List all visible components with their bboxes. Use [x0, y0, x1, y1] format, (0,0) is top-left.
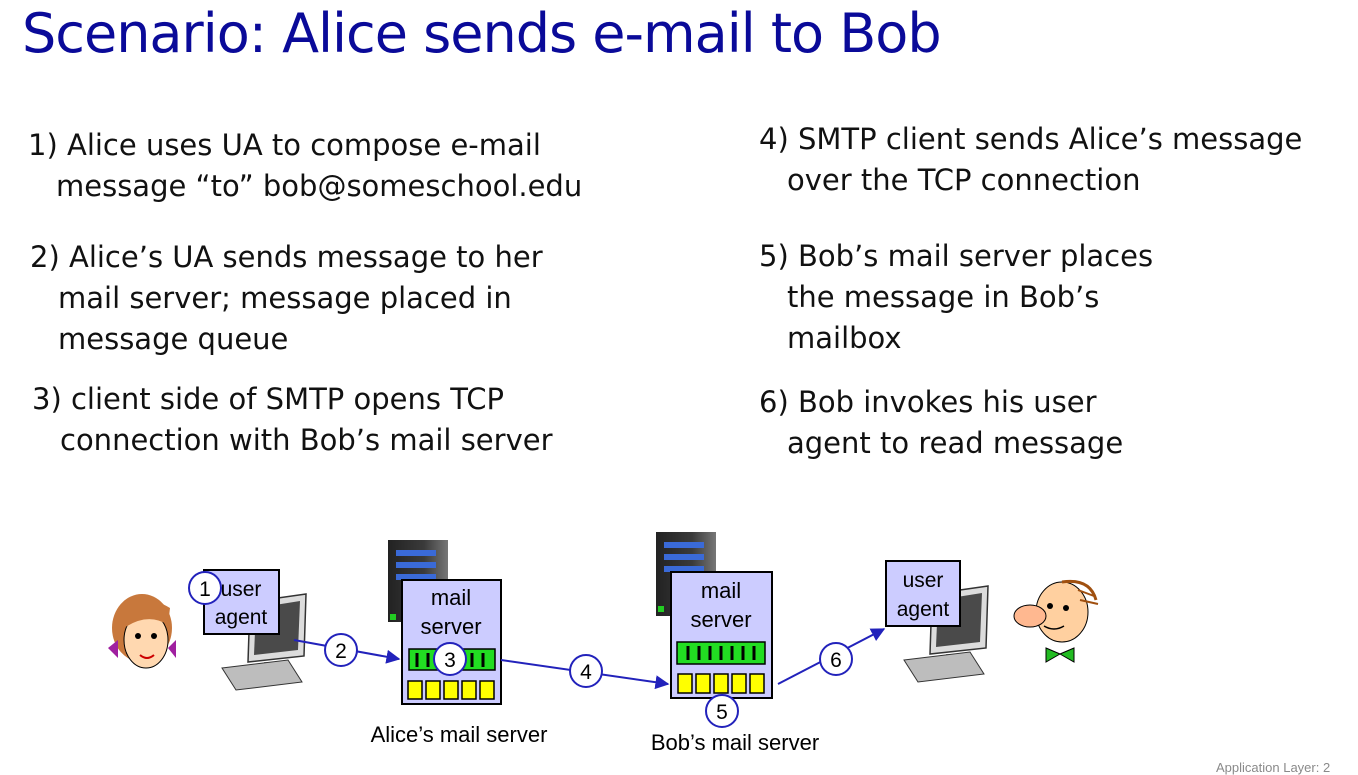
step-5-line2: the message in Bob’s [787, 280, 1100, 314]
step-marker-3-label: 3 [444, 649, 456, 672]
step-marker-6: 6 [819, 642, 853, 676]
page-title: Scenario: Alice sends e-mail to Bob [22, 2, 942, 65]
step-2-line2: mail server; message placed in [58, 281, 512, 315]
bob-face-icon [1013, 579, 1099, 663]
step-4-line1: 4) SMTP client sends Alice’s message [759, 122, 1303, 156]
step-marker-3: 3 [433, 642, 467, 676]
slide-footer: Application Layer: 2 [1216, 760, 1331, 775]
step-marker-5: 5 [705, 694, 739, 728]
step-6-line1: 6) Bob invokes his user [759, 385, 1097, 419]
step-1-line2: message “to” bob@someschool.edu [56, 169, 583, 203]
step-marker-6-label: 6 [830, 649, 842, 672]
step-3-text: 3) client side of SMTP opens TCP connect… [32, 379, 553, 461]
step-2-text: 2) Alice’s UA sends message to her mail … [30, 237, 543, 360]
bob-mailboxes [677, 673, 765, 694]
step-3-line1: 3) client side of SMTP opens TCP [32, 382, 504, 416]
bob-ua-line2: agent [897, 598, 950, 621]
step-4-text: 4) SMTP client sends Alice’s message ove… [759, 119, 1302, 201]
step-5-line1: 5) Bob’s mail server places [759, 239, 1154, 273]
bob-server-line2: server [690, 607, 751, 632]
step-2-line3: message queue [58, 322, 289, 356]
step-6-line2: agent to read message [787, 426, 1124, 460]
step-6-text: 6) Bob invokes his user agent to read me… [759, 382, 1123, 464]
step-markers: 1 2 3 4 5 6 [188, 571, 853, 728]
step-1-text: 1) Alice uses UA to compose e-mail messa… [28, 125, 582, 207]
step-5-text: 5) Bob’s mail server places the message … [759, 236, 1153, 359]
step-5-line3: mailbox [787, 321, 902, 355]
bob-server-caption: Bob’s mail server [651, 730, 819, 755]
alice-server-line2: server [420, 614, 481, 639]
step-marker-5-label: 5 [716, 701, 728, 724]
bob-mail-server-box: mail server [670, 571, 773, 699]
bob-server-line1: mail [701, 578, 741, 603]
alice-mail-server-box: mail server [401, 579, 502, 705]
alice-mailboxes [407, 680, 495, 700]
alice-ua-line2: agent [215, 606, 268, 629]
bob-user-agent-box: user agent [885, 560, 961, 627]
alice-server-caption: Alice’s mail server [371, 722, 548, 747]
step-marker-1-label: 1 [199, 578, 211, 601]
step-marker-2: 2 [324, 633, 358, 667]
step-3-line2: connection with Bob’s mail server [60, 423, 553, 457]
bob-message-queue [676, 641, 766, 665]
alice-face-icon [108, 594, 176, 669]
step-1-line1: 1) Alice uses UA to compose e-mail [28, 128, 541, 162]
step-2-line1: 2) Alice’s UA sends message to her [30, 240, 543, 274]
step-4-line2: over the TCP connection [787, 163, 1141, 197]
step-marker-1: 1 [188, 571, 222, 605]
alice-ua-line1: user [221, 578, 262, 601]
alice-server-line1: mail [431, 585, 471, 610]
bob-ua-line1: user [903, 569, 944, 592]
step-marker-2-label: 2 [335, 640, 347, 663]
step-marker-4: 4 [569, 654, 603, 688]
step-marker-4-label: 4 [580, 661, 592, 684]
